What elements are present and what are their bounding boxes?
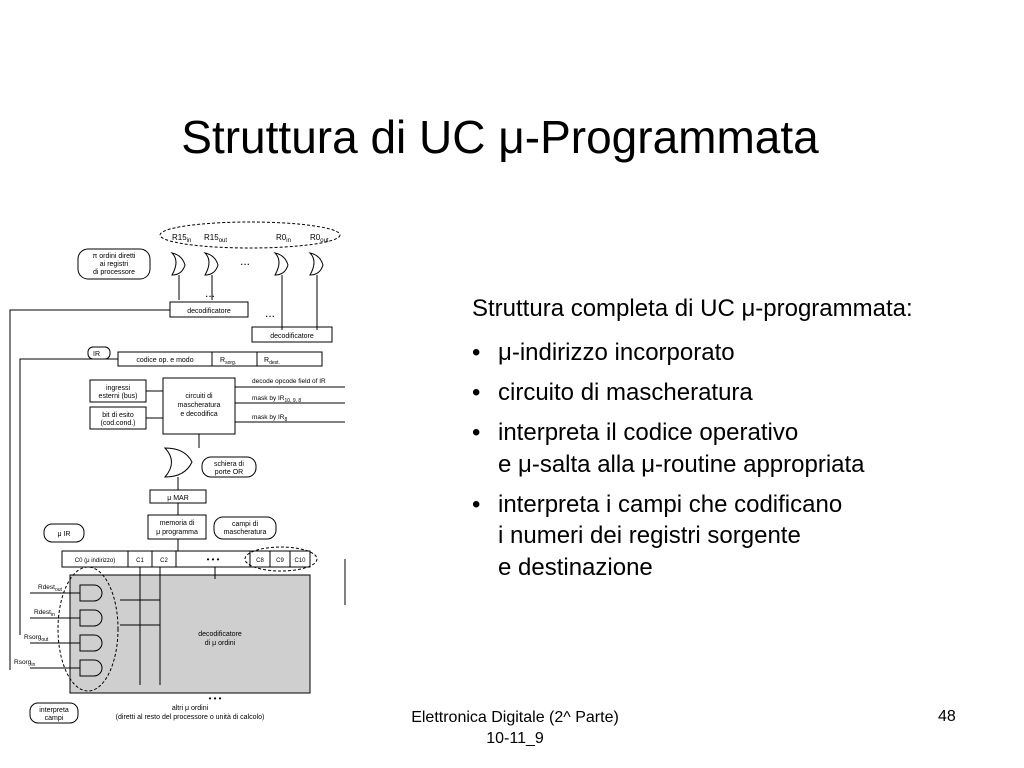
or-gate-4: [308, 252, 324, 276]
registers-group-ellipse: [159, 221, 341, 249]
bullet-2: • circuito di mascheratura: [472, 377, 942, 409]
bottom-label-2: (diretti al resto del processore o unità…: [116, 714, 265, 721]
bullet-dot: •: [472, 338, 481, 366]
or-gate-1: [170, 252, 186, 276]
decode-opcode-label: decode opcode field of IR: [252, 378, 326, 385]
mask-fields-ellipse: [244, 546, 318, 572]
bullet-3: • interpreta il codice operativo: [472, 417, 942, 449]
interprets-line-2: campi: [45, 715, 64, 722]
slide-content: Struttura completa di UC μ-programmata: …: [472, 293, 942, 584]
or-note-line-2: porte OR: [215, 469, 243, 476]
bottom-dots: • • •: [209, 694, 222, 703]
orders-note-line-3: di processore: [93, 269, 135, 276]
inputs-line-1: ingressi: [106, 385, 131, 392]
memory-line-2: μ programma: [156, 529, 198, 536]
ir-label: IR: [93, 351, 100, 358]
interprets-note-box: [29, 702, 79, 724]
orders-note-box: [77, 248, 151, 280]
memory-line-1: memoria di: [160, 520, 195, 527]
bullet-dot: •: [472, 378, 481, 406]
ir-field-1: codice op. e modo: [136, 357, 193, 364]
bullet-4-line-2: i numeri dei registri sorgente: [498, 522, 801, 550]
decoder-2-label: decodificatore: [270, 333, 314, 340]
bullet-3-line-2: e μ-salta alla μ-routine appropriata: [498, 450, 865, 478]
mask-b-label: mask by IR8: [252, 414, 288, 423]
decoder-3-line-1: decodificatore: [198, 631, 242, 638]
status-line-2: (cod.cond.): [100, 420, 135, 427]
or-gate-2: [203, 252, 219, 276]
decoder-1-label: decodificatore: [187, 308, 231, 315]
orders-note-line-1: π ordini diretti: [93, 253, 136, 260]
bullet-dot: •: [472, 418, 481, 446]
side-signal-2: Rdestin: [34, 609, 55, 618]
mar-label: μ MAR: [167, 495, 189, 502]
micro-program-memory: [147, 514, 207, 540]
side-signal-3: Rsorgout: [24, 634, 49, 643]
or-gate-3: [273, 252, 289, 276]
bullet-1-line-1: μ-indirizzo incorporato: [498, 338, 735, 366]
footer-course: Elettronica Digitale (2^ Parte) 10-11_9: [370, 708, 660, 750]
ellipsis-top: ...: [240, 254, 250, 268]
slide-title: Struttura di UC μ-Programmata: [181, 111, 819, 163]
ir-field-2: Rsorg.: [220, 357, 236, 366]
bullet-4: • interpreta i campi che codificano: [472, 489, 942, 521]
bullet-1: • μ-indirizzo incorporato: [472, 337, 942, 369]
fields-note-line-2: mascheratura: [224, 529, 267, 536]
footer-course-name: Elettronica Digitale (2^ Parte): [411, 709, 619, 726]
masking-line-2: mascheratura: [178, 402, 221, 409]
uir-field-c10: C10: [294, 558, 306, 564]
micro-ir-label: μ IR: [58, 531, 71, 538]
or-array: [163, 447, 193, 478]
uir-field-c9: C9: [276, 558, 284, 564]
interprets-line-1: interpreta: [39, 707, 69, 714]
bullet-3-line-1: interpreta il codice operativo: [498, 418, 799, 446]
and-gate-2: [79, 609, 103, 627]
bullet-4-line-3: e destinazione: [498, 554, 653, 582]
reg-label-2: R15out: [204, 233, 227, 244]
or-note-line-1: schiera di: [214, 461, 244, 468]
status-line-1: bit di esito: [102, 412, 134, 419]
mask-a-label: mask by IR10, 9, 8: [252, 395, 301, 404]
footer-course-code: 10-11_9: [486, 729, 544, 747]
fields-note-line-1: campi di: [232, 521, 259, 528]
side-signal-4: Rsorgin: [14, 659, 35, 668]
reg-label-1: R15in: [172, 233, 191, 244]
bullet-dot: •: [472, 490, 481, 518]
uir-field-dots: • • •: [207, 555, 220, 564]
inputs-line-2: esterni (bus): [99, 393, 138, 400]
intro-text: Struttura completa di UC μ-programmata:: [472, 295, 913, 322]
ir-field-3: Rdest.: [264, 357, 280, 366]
ellipsis-mid: ...: [265, 306, 275, 320]
and-gate-3: [79, 634, 103, 652]
reg-label-4: R0out: [310, 233, 329, 244]
micro-order-decoder-area: [69, 574, 311, 694]
side-signal-1: Rdestout: [38, 584, 63, 593]
bottom-label-1: altri μ ordini: [172, 705, 209, 712]
orders-note-line-2: ai registri: [100, 261, 129, 268]
and-gate-4: [79, 659, 103, 677]
ellipsis-decoder: ...: [205, 286, 215, 300]
uir-field-c8: C8: [256, 558, 264, 564]
uir-field-c1: C1: [136, 558, 144, 564]
decoder-3-line-2: di μ ordini: [205, 640, 236, 647]
and-gate-1: [79, 584, 103, 602]
interpret-fields-ellipse: [57, 566, 119, 692]
or-note-box: [201, 456, 257, 478]
page-number: 48: [938, 708, 956, 725]
masking-line-1: circuiti di: [185, 393, 213, 400]
micro-ir-label-box: [43, 523, 85, 543]
bullet-2-line-1: circuito di mascheratura: [498, 378, 753, 406]
control-unit-diagram: R15in R15out R0in R0out ... ... ... π or…: [9, 221, 346, 724]
uir-field-c2: C2: [160, 558, 168, 564]
reg-label-3: R0in: [276, 233, 291, 244]
fields-note-box: [213, 516, 277, 540]
micro-ir-register: [61, 550, 311, 568]
decoder-2: [251, 326, 333, 343]
uir-field-c0: C0 (μ indirizzo): [75, 558, 115, 564]
bullet-4-line-1: interpreta i campi che codificano: [498, 490, 843, 518]
masking-line-3: e decodifica: [180, 411, 217, 418]
